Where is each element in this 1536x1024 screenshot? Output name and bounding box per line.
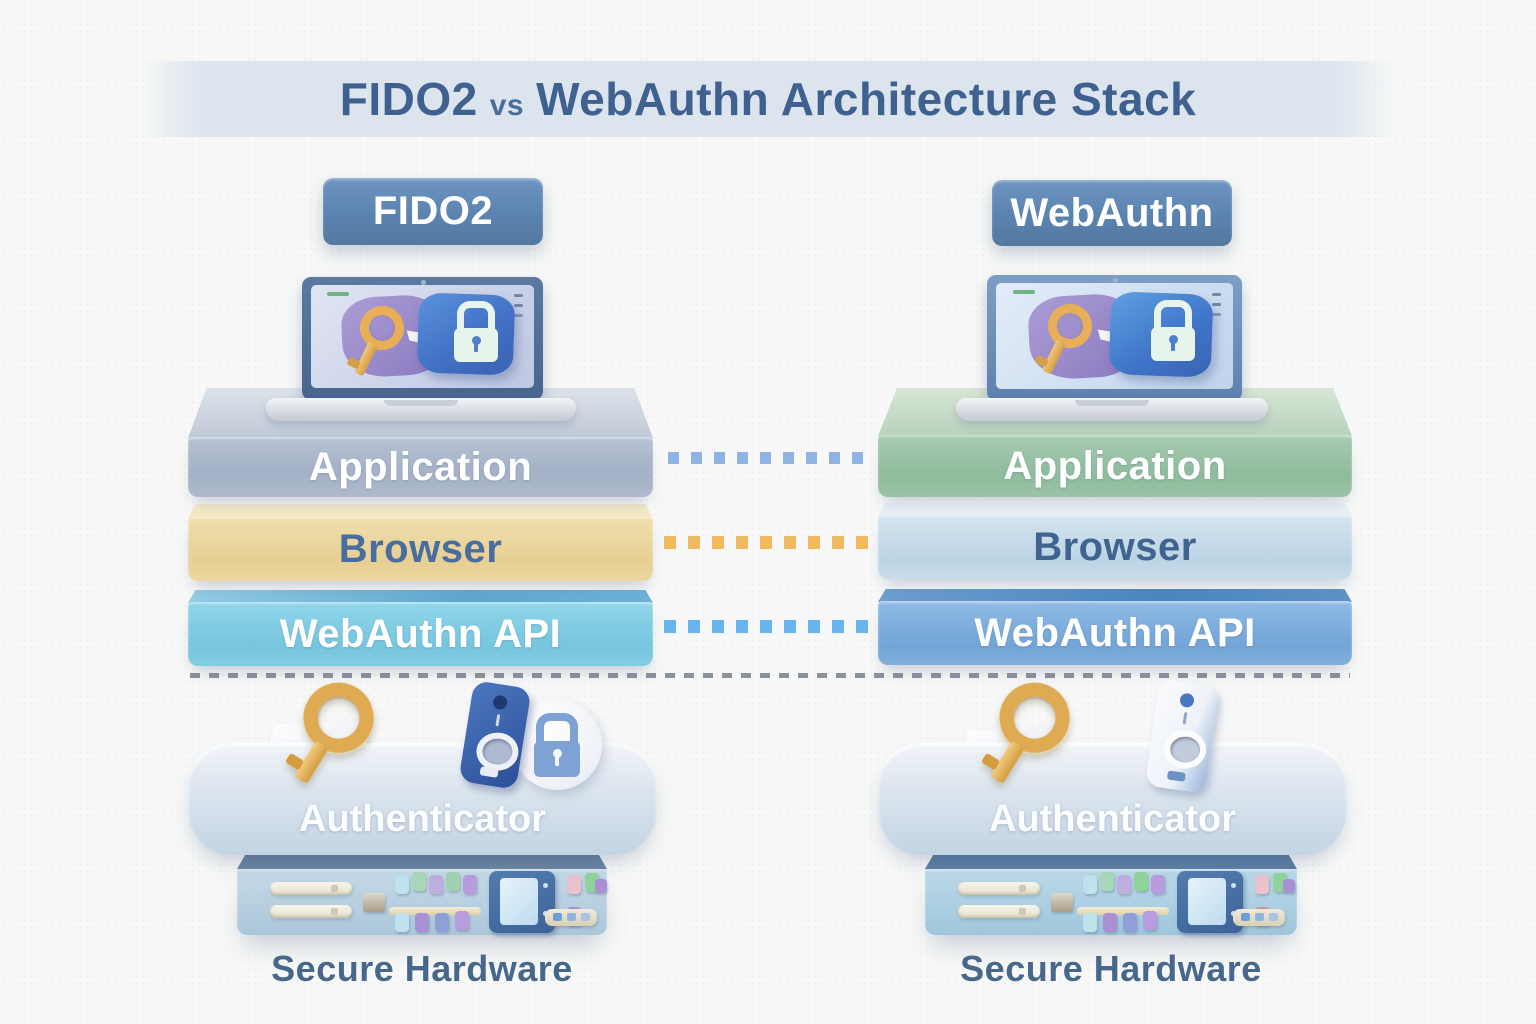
chip-icon — [1255, 875, 1269, 894]
title-separator: vs — [489, 89, 525, 122]
slider-control — [958, 905, 1040, 918]
chip-icon — [1117, 875, 1131, 894]
authenticator-layer-right: Authenticator — [878, 743, 1347, 855]
chip-icon — [1134, 872, 1148, 891]
webauthn-badge: WebAuthn — [992, 180, 1232, 246]
processor-chip-icon — [489, 871, 555, 933]
browser-layer-label: Browser — [338, 526, 503, 571]
title-product: FIDO2 — [339, 73, 478, 125]
browser-url-text — [326, 292, 349, 297]
chip-icon — [435, 913, 449, 932]
title-banner: FIDO2 vs WebAuthn Architecture Stack — [140, 61, 1396, 137]
page-title: FIDO2 vs WebAuthn Architecture Stack — [340, 72, 1197, 126]
webauthn-api-layer-top-face — [188, 590, 653, 603]
application-layer-left: Application — [188, 437, 653, 497]
bus-bar — [1077, 907, 1169, 915]
chip-icon — [1083, 913, 1097, 932]
webcam-icon — [1112, 278, 1118, 283]
browser-layer-top-face — [878, 503, 1352, 516]
authenticator-layer-left: Authenticator — [188, 743, 657, 855]
browser-layer-label: Browser — [1033, 524, 1197, 569]
webauthn-api-layer-top-face — [878, 589, 1352, 602]
laptop-base — [266, 398, 576, 421]
chip-icon — [395, 875, 409, 894]
application-layer-label: Application — [308, 444, 533, 489]
webcam-icon — [420, 280, 426, 285]
secure-hardware-board-right — [925, 853, 1297, 935]
chip-icon — [567, 875, 581, 894]
chip-icon — [412, 872, 426, 891]
browser-layer-top-face — [188, 504, 653, 518]
fido2-badge-label: FIDO2 — [372, 189, 494, 233]
browser-layer-left: Browser — [188, 517, 653, 581]
chip-icon — [1103, 913, 1117, 932]
secure-hardware-board-left — [237, 853, 607, 935]
chip-icon — [1123, 913, 1137, 932]
connector-application-dotted-line — [668, 452, 874, 464]
title-rest: WebAuthn Architecture Stack — [536, 73, 1197, 125]
webauthn-api-layer-label: WebAuthn API — [974, 610, 1256, 655]
connector-browser-dotted-line — [664, 536, 876, 549]
laptop-screen — [996, 283, 1233, 389]
application-layer-label: Application — [1003, 443, 1227, 488]
chip-icon — [1151, 875, 1165, 894]
webauthn-api-layer-label: WebAuthn API — [279, 611, 562, 656]
authenticator-layer-label: Authenticator — [989, 798, 1236, 840]
board-top-edge — [925, 853, 1297, 869]
slider-control — [270, 905, 352, 918]
button-strip — [545, 909, 597, 926]
menu-dots-icon — [513, 294, 523, 298]
chip-icon — [446, 872, 460, 891]
processor-chip-icon — [1177, 871, 1243, 933]
button-strip — [1233, 909, 1285, 926]
padlock-icon — [454, 301, 499, 363]
browser-layer-right: Browser — [878, 515, 1352, 579]
authenticator-layer-label: Authenticator — [299, 798, 546, 840]
chip-icon — [395, 913, 409, 932]
chip-icon — [1083, 875, 1097, 894]
chip-icon — [1143, 911, 1157, 930]
webauthn-api-layer-right: WebAuthn API — [878, 601, 1352, 665]
laptop-screen — [311, 285, 534, 388]
secure-hardware-caption-left: Secure Hardware — [271, 948, 573, 989]
board-top-edge — [237, 853, 607, 869]
software-hardware-divider-dashed-line — [190, 673, 1350, 678]
browser-url-text — [1012, 290, 1035, 295]
chip-icon — [429, 875, 443, 894]
chip-icon — [1100, 872, 1114, 891]
chip-icon — [415, 913, 429, 932]
chip-icon — [363, 893, 385, 912]
bus-bar — [389, 907, 481, 915]
padlock-icon — [1151, 299, 1196, 361]
board-face — [925, 869, 1297, 935]
fido2-badge: FIDO2 — [323, 178, 543, 245]
secure-hardware-caption-right: Secure Hardware — [960, 948, 1262, 989]
slider-control — [270, 882, 352, 895]
chip-icon — [1051, 893, 1073, 912]
chip-icon — [455, 911, 469, 930]
chip-icon — [1283, 879, 1295, 893]
webauthn-api-layer-left: WebAuthn API — [188, 602, 653, 666]
slider-control — [958, 882, 1040, 895]
menu-dots-icon — [1212, 292, 1222, 296]
application-layer-right: Application — [878, 435, 1352, 497]
laptop-icon — [987, 275, 1242, 401]
laptop-base — [956, 398, 1268, 421]
laptop-icon — [302, 277, 543, 400]
chip-icon — [463, 875, 477, 894]
chip-icon — [595, 879, 607, 893]
board-face — [237, 869, 607, 935]
connector-webauthn-api-dotted-line — [664, 620, 876, 633]
webauthn-badge-label: WebAuthn — [1010, 190, 1214, 235]
